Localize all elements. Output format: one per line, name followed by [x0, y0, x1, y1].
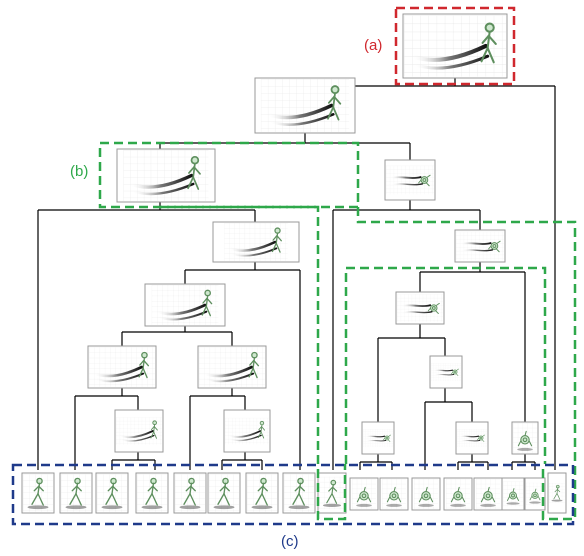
walk-node-thumbnail: [114, 409, 164, 453]
leaf-walk-pose: [547, 472, 567, 514]
leaf-walk-pose: [245, 472, 279, 514]
walk-node-thumbnail: [197, 345, 267, 389]
leaf-walk-pose: [21, 472, 55, 514]
label-c: (c): [281, 533, 299, 550]
leaf-crawl-pose: [501, 477, 525, 511]
crawl-node-thumbnail: [395, 291, 445, 325]
leaf-thumbnails: [21, 472, 567, 514]
walk-node-thumbnail: [87, 345, 157, 389]
leaf-crawl-pose: [349, 477, 379, 511]
leaf-walk-pose: [282, 472, 316, 514]
level2-node-thumbnail: [254, 77, 356, 134]
crawl-node-thumbnail: [361, 421, 395, 455]
leaf-crawl-pose: [411, 477, 441, 511]
node-thumbnails: [87, 13, 539, 455]
crawl-node-thumbnail: [511, 421, 539, 455]
walk-node-thumbnail: [223, 409, 271, 453]
leaf-crawl-pose: [379, 477, 409, 511]
walk-node-thumbnail: [144, 283, 226, 327]
highlight-box-a: [394, 6, 516, 86]
leaf-crawl-pose: [524, 477, 546, 511]
walk-cluster-thumbnail: [116, 148, 216, 203]
leaf-walk-pose: [173, 472, 207, 514]
leaf-walk-pose: [207, 472, 241, 514]
walk-node-thumbnail: [212, 221, 300, 263]
highlight-box-b: [98, 141, 360, 209]
leaf-crawl-pose: [443, 477, 473, 511]
leaf-walk-pose: [95, 472, 129, 514]
label-b: (b): [70, 163, 88, 180]
highlight-region-walk-cluster: [160, 205, 347, 521]
highlight-region-crawl-inner: [344, 266, 547, 464]
leaf-walk-pose: [135, 472, 169, 514]
crawl-cluster-thumbnail: [384, 159, 436, 201]
leaf-walk-pose: [317, 472, 347, 514]
crawl-node-thumbnail: [454, 229, 506, 263]
root-node-thumbnail: [402, 13, 508, 79]
crawl-node-thumbnail: [455, 421, 489, 455]
leaf-crawl-pose: [473, 477, 503, 511]
highlight-box-c: [11, 463, 575, 526]
highlight-region-crawl-outer: [356, 207, 577, 521]
leaf-walk-pose: [59, 472, 93, 514]
label-a: (a): [364, 37, 382, 54]
highlight-boxes: [11, 6, 577, 526]
crawl-node-thumbnail: [429, 355, 463, 389]
